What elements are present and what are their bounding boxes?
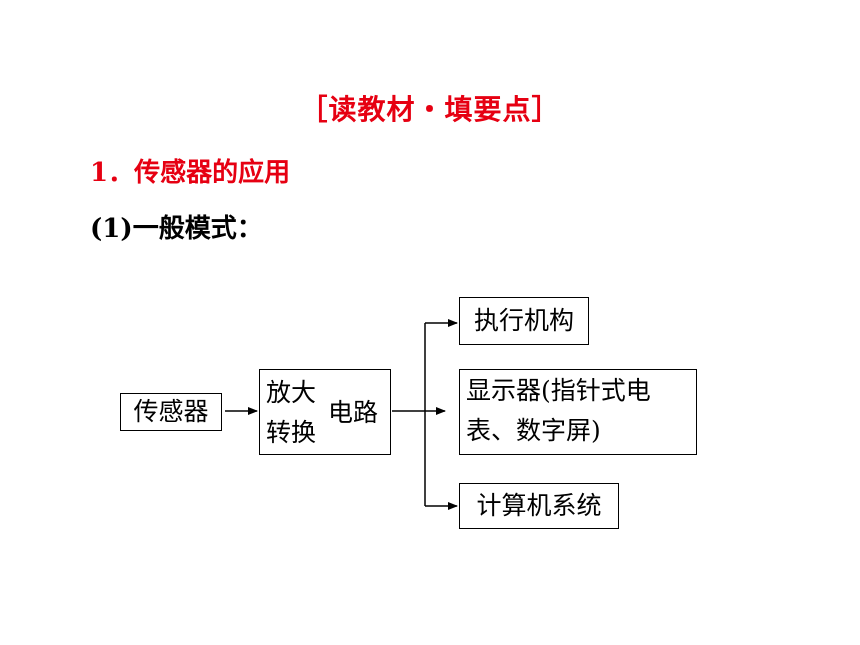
circuit-right-label: 电路 <box>328 398 379 427</box>
circuit-line1: 放大 <box>266 378 317 407</box>
circuit-box: 放大 转换 电路 <box>259 369 391 455</box>
section-heading: 1．传感器的应用 <box>90 158 291 188</box>
sensor-box: 传感器 <box>120 393 222 431</box>
subheading: (1)一般模式： <box>90 214 263 244</box>
computer-box: 计算机系统 <box>459 483 619 529</box>
computer-label: 计算机系统 <box>476 491 602 521</box>
page-title: ［读教材・填要点］ <box>299 93 561 126</box>
sensor-label: 传感器 <box>133 397 209 427</box>
display-box: 显示器(指针式电 表、数字屏) <box>459 369 697 455</box>
display-line1: 显示器(指针式电 <box>466 376 651 405</box>
display-line2: 表、数字屏) <box>466 415 601 445</box>
executor-box: 执行机构 <box>459 297 589 345</box>
circuit-line2: 转换 <box>266 418 317 447</box>
executor-label: 执行机构 <box>473 306 574 336</box>
